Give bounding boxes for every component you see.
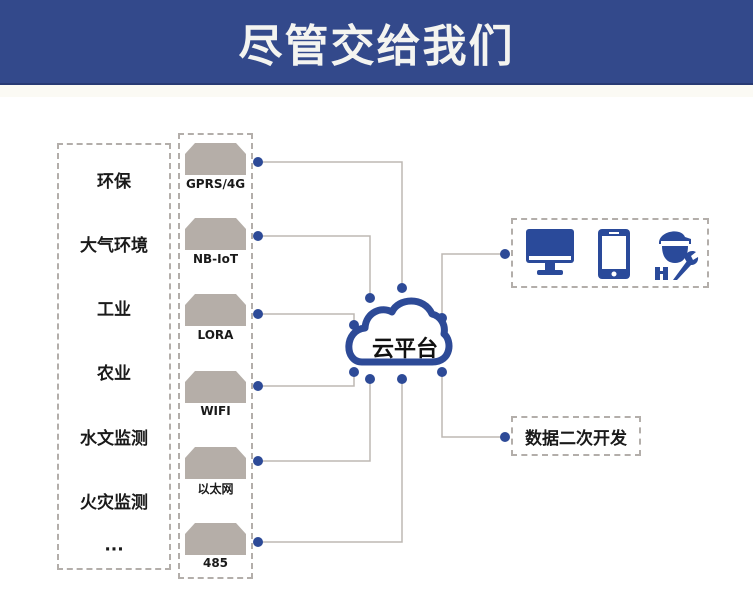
connector-dot [437, 367, 447, 377]
cloud-platform-label: 云平台 [371, 337, 438, 362]
connector-line [441, 372, 502, 438]
connector-dot [397, 283, 407, 293]
connector-dot [253, 309, 263, 319]
network-label: 485 [202, 556, 229, 570]
connector-dot [253, 157, 263, 167]
connector-line [258, 235, 371, 298]
header-divider [0, 85, 753, 97]
connector-line [258, 161, 403, 288]
connector-dot [253, 456, 263, 466]
network-module-icon [185, 294, 246, 326]
network-label: GPRS/4G [185, 177, 246, 191]
connector-dot [349, 367, 359, 377]
industry-item-more: ··· [104, 540, 124, 560]
connector-line [258, 379, 371, 462]
network-module-icon [185, 143, 246, 175]
connector-dot [500, 249, 510, 259]
development-box [511, 416, 641, 456]
network-label: NB-IoT [192, 252, 239, 266]
connector-line [258, 372, 355, 387]
device-box [511, 218, 709, 288]
header-banner: 尽管交给我们 [0, 0, 753, 85]
connector-line [258, 379, 403, 543]
network-module-icon [185, 371, 246, 403]
connector-dot [397, 374, 407, 384]
network-module-icon [185, 523, 246, 555]
industry-list-box [57, 143, 171, 570]
connector-line [258, 313, 355, 325]
connector-dot [253, 537, 263, 547]
network-label: LORA [197, 328, 234, 342]
industry-item: 农业 [97, 364, 131, 384]
connector-dot [253, 231, 263, 241]
connector-dot [365, 374, 375, 384]
connector-dot [365, 293, 375, 303]
smartphone-icon [598, 229, 630, 279]
industry-item: 大气环境 [80, 236, 148, 256]
page-title: 尽管交给我们 [238, 20, 515, 72]
connector-dot [500, 432, 510, 442]
connector-dot [253, 381, 263, 391]
connector-line [441, 253, 502, 318]
industry-item: 火灾监测 [80, 493, 148, 513]
industry-item: 工业 [97, 300, 131, 320]
network-module-icon [185, 218, 246, 250]
network-label: WIFI [200, 404, 231, 418]
network-label: 以太网 [197, 482, 234, 496]
data-development-label: 数据二次开发 [525, 429, 627, 449]
industry-item: 环保 [97, 172, 131, 192]
engineer-icon [655, 231, 699, 280]
network-list-box [178, 133, 253, 579]
network-module-icon [185, 447, 246, 479]
cloud-icon [345, 297, 453, 366]
monitor-icon [526, 229, 574, 275]
industry-item: 水文监测 [80, 429, 148, 449]
